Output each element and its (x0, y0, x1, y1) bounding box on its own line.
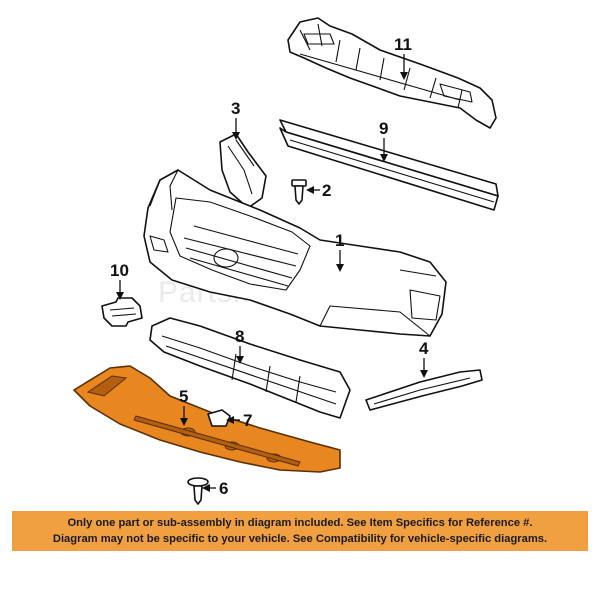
part-4-side-strip (365, 369, 483, 411)
part-10-emblem (101, 297, 143, 327)
part-5-lower-valance (73, 365, 341, 473)
callout-10: 10 (110, 261, 129, 280)
callout-6: 6 (219, 479, 228, 498)
callout-3: 3 (231, 99, 240, 118)
part-11-upper-bracket (287, 17, 497, 129)
part-8-lower-absorber (149, 317, 351, 419)
disclaimer-line-2: Diagram may not be specific to your vehi… (52, 533, 548, 545)
arrow-6 (202, 484, 210, 492)
arrow-5 (180, 418, 188, 426)
arrow-4 (420, 370, 428, 378)
callout-8: 8 (235, 327, 244, 346)
arrow-8 (236, 356, 244, 364)
arrow-10 (116, 292, 124, 300)
part-9-impact-bar (279, 119, 499, 211)
callout-7: 7 (243, 411, 252, 430)
disclaimer-banner: Only one part or sub-assembly in diagram… (12, 511, 588, 551)
part-2-retainer-clip (291, 179, 307, 205)
callout-4: 4 (419, 339, 429, 358)
arrow-1 (336, 264, 344, 272)
arrow-2 (306, 186, 314, 194)
part-1-bumper-cover (143, 169, 447, 337)
arrow-7 (226, 416, 234, 424)
part-7-clip (207, 409, 231, 427)
callout-9: 9 (379, 119, 388, 138)
callout-11: 11 (394, 35, 412, 54)
part-6-push-pin (187, 477, 209, 505)
arrow-3 (232, 132, 240, 140)
callout-5: 5 (179, 387, 188, 406)
arrow-9 (380, 154, 388, 162)
callout-1: 1 (335, 231, 344, 250)
arrow-11 (400, 72, 408, 80)
part-3-side-bracket (219, 133, 267, 209)
disclaimer-line-1: Only one part or sub-assembly in diagram… (67, 517, 533, 529)
callout-2: 2 (322, 181, 331, 200)
